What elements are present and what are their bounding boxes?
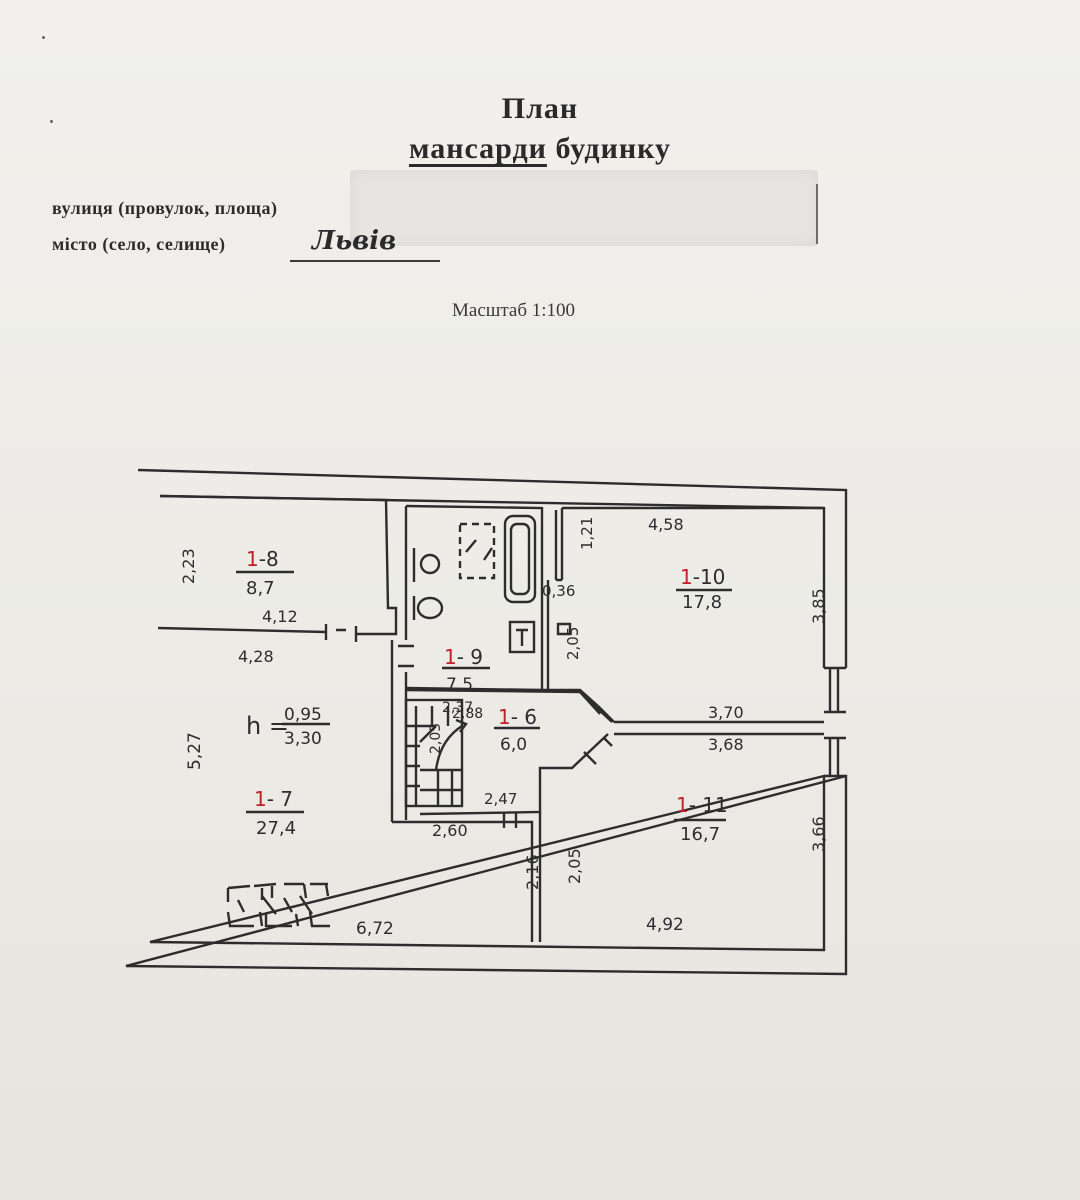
window-right-lower <box>824 736 846 778</box>
room-area-1-6: 6,0 <box>500 735 527 755</box>
scale-label: Масштаб 1:100 <box>452 300 576 321</box>
plan-walls <box>125 468 848 976</box>
room-1-8-walls <box>157 494 398 636</box>
dimension-3-70: 3,70 <box>708 703 744 722</box>
door-1-7 <box>502 812 518 828</box>
plan-subtitle-underlined: мансарди <box>408 132 547 165</box>
dimension-5-27: 5,27 <box>185 732 205 770</box>
dimension-4-12: 4,12 <box>262 607 298 626</box>
dimension-2-47: 2,47 <box>484 790 517 808</box>
dimension-3-68: 3,68 <box>708 735 744 754</box>
city-label: місто (село, селище) <box>52 234 226 254</box>
dimension-4-58: 4,58 <box>648 515 684 534</box>
stair-arrowhead <box>455 718 468 733</box>
room-area-1-9: 7,5 <box>446 675 473 695</box>
skylight-marks <box>236 895 313 915</box>
bathroom-left-wall <box>390 506 408 822</box>
room-area-1-10: 17,8 <box>682 592 722 613</box>
shower-marks <box>465 539 493 561</box>
dimension-6-72: 6,72 <box>356 919 394 939</box>
dimension-2-88: 2,88 <box>452 706 483 722</box>
room-1-9-walls <box>405 504 544 692</box>
room-1-10-walls <box>542 506 824 707</box>
sink-fixture <box>419 553 441 575</box>
height-prefix: h = <box>246 712 289 740</box>
bathtub <box>503 514 537 604</box>
toilet-fixture <box>416 596 444 620</box>
room-label-1-9: 1- 9 <box>444 645 483 669</box>
stair-steps <box>406 706 462 806</box>
stair-arrow-curve <box>434 724 463 771</box>
room-label-1-11: 1- 11 <box>676 793 728 817</box>
dimension-2-05-room11: 2,05 <box>565 848 584 884</box>
water-heater <box>508 620 536 654</box>
room-1-7-right-wall <box>392 820 534 942</box>
door-1-6-lower <box>583 737 613 765</box>
shower-fixture <box>458 522 496 580</box>
dimension-0-36: 0,36 <box>542 582 575 600</box>
height-numerator: 0,95 <box>284 705 322 725</box>
bathtub-inner <box>509 522 531 596</box>
redaction-edge-line <box>816 184 818 244</box>
dimension-4-28: 4,28 <box>238 647 274 666</box>
dimension-2-05-bath: 2,05 <box>564 627 582 660</box>
room-label-1-10: 1-10 <box>680 565 725 589</box>
outer-wall-line <box>125 468 848 976</box>
street-label: вулиця (провулок, площа) <box>52 198 278 218</box>
plan-subtitle: мансарди будинку <box>0 132 1080 166</box>
room-label-1-7: 1- 7 <box>254 787 293 811</box>
room-area-1-8: 8,7 <box>246 578 275 599</box>
door-1-9 <box>398 644 414 668</box>
door-1-6-upper <box>579 691 615 723</box>
room-area-1-7: 27,4 <box>256 818 296 839</box>
dimension-1-21: 1,21 <box>578 517 596 550</box>
room-label-1-6: 1- 6 <box>498 705 537 729</box>
dimension-2-37: 2,37 <box>442 700 473 716</box>
socket-mark <box>556 622 572 636</box>
dimension-4-92: 4,92 <box>646 915 684 935</box>
bathroom-right-wall <box>546 510 558 690</box>
dimension-3-66: 3,66 <box>809 816 828 852</box>
dimension-3-85: 3,85 <box>809 588 828 624</box>
dimension-2-60: 2,60 <box>432 821 468 840</box>
dimension-2-23: 2,23 <box>179 548 198 584</box>
skylight-bottom <box>226 911 330 928</box>
dimension-2-16: 2,16 <box>523 854 542 890</box>
skylight-top <box>226 882 330 902</box>
water-heater-mark <box>516 628 528 646</box>
plan-title: План <box>501 92 579 125</box>
paper-speck <box>50 120 53 123</box>
room-label-1-8: 1-8 <box>246 547 279 571</box>
staircase-box <box>404 698 464 808</box>
window-right-upper <box>824 666 846 714</box>
redacted-street-value <box>350 170 818 246</box>
plan-subtitle-rest: будинку <box>546 132 672 165</box>
room-area-1-11: 16,7 <box>680 824 720 845</box>
paper-speck <box>42 36 45 39</box>
door-1-8 <box>324 624 358 642</box>
city-value: Львів <box>290 226 440 262</box>
dimension-2-05-stair: 2,05 <box>428 723 444 754</box>
height-denominator: 3,30 <box>284 729 322 749</box>
partition-1-10-1-11 <box>614 720 824 736</box>
